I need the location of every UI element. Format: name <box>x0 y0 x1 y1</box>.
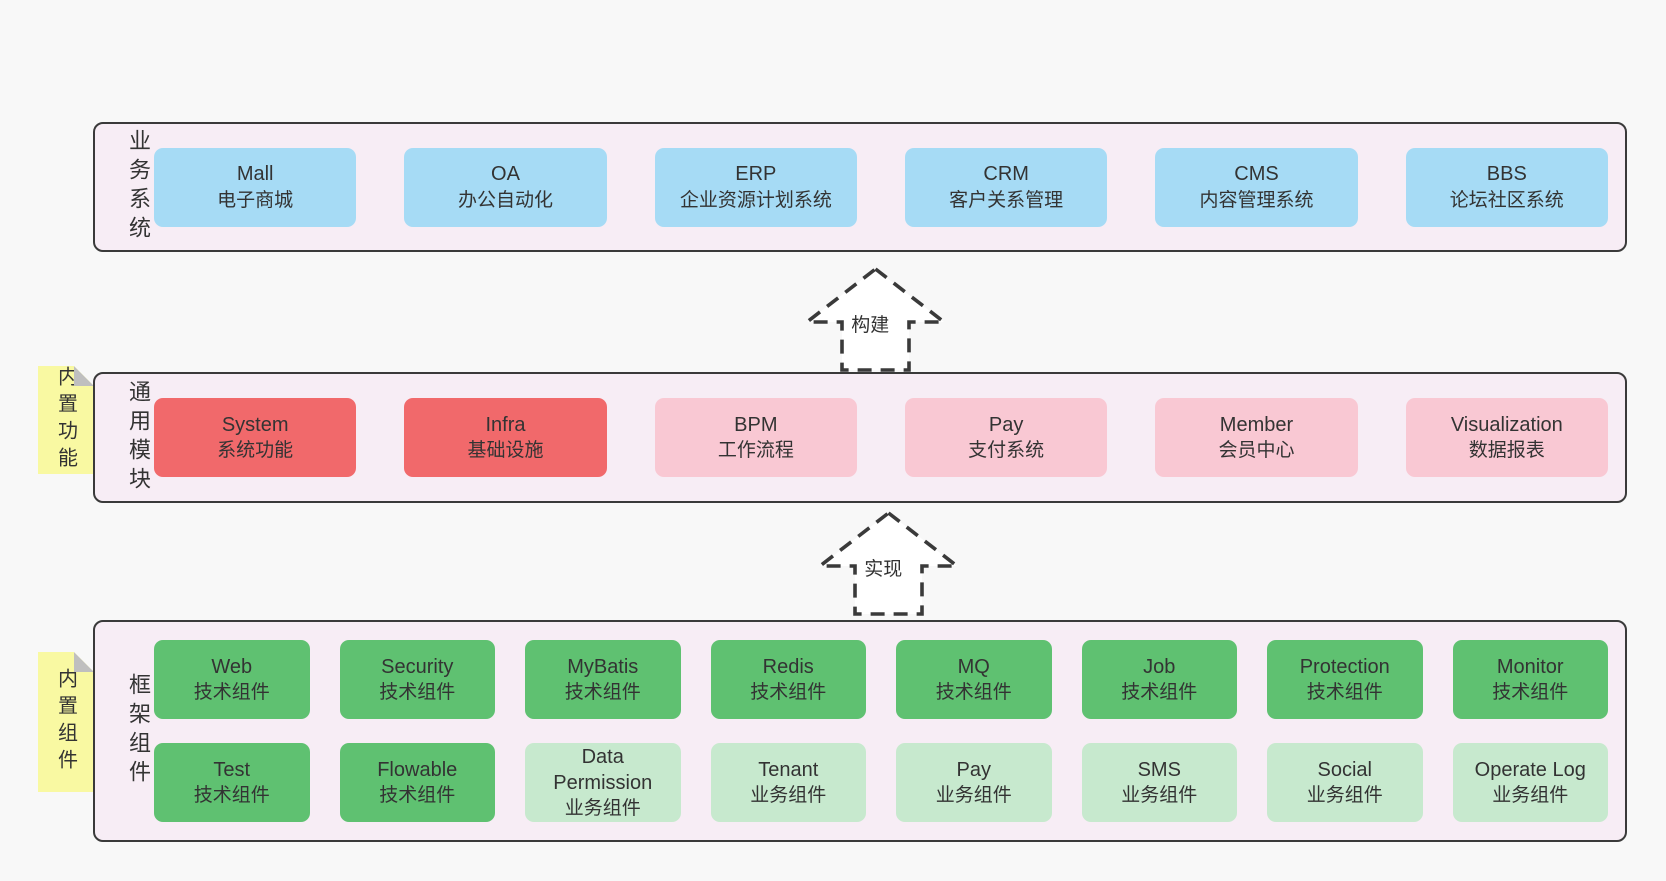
box-pay-component: Pay 业务组件 <box>896 743 1052 822</box>
box-security: Security 技术组件 <box>339 640 495 719</box>
panel-label-business-systems: 业务系统 <box>126 129 151 245</box>
box-test: Test 技术组件 <box>154 743 310 822</box>
framework-components-rows: Web 技术组件 Security 技术组件 MyBatis 技术组件 Redi… <box>154 640 1608 822</box>
box-flowable: Flowable 技术组件 <box>339 743 495 822</box>
box-pay-system: Pay 支付系统 <box>904 398 1108 477</box>
note-fold-corner-icon <box>74 652 94 672</box>
sticky-note-built-in-components: 内置组件 <box>38 652 94 792</box>
box-tenant: Tenant 业务组件 <box>710 743 866 822</box>
box-operate-log: Operate Log 业务组件 <box>1452 743 1608 822</box>
sticky-note-built-in-features: 内置功能 <box>38 366 94 474</box>
common-modules-boxes: System 系统功能 Infra 基础设施 BPM 工作流程 Pay 支付系统… <box>154 398 1608 477</box>
business-systems-panel: 业务系统 Mall 电子商城 OA 办公自动化 ERP 企业资源计划系统 CRM… <box>93 122 1627 252</box>
box-crm: CRM 客户关系管理 <box>904 147 1108 227</box>
arrow-implement: 实现 <box>816 510 961 616</box>
box-mall: Mall 电子商城 <box>154 147 357 227</box>
note-fold-corner-icon <box>74 366 94 386</box>
box-bbs: BBS 论坛社区系统 <box>1405 147 1608 227</box>
framework-row-2: Test 技术组件 Flowable 技术组件 Data Permission … <box>154 743 1608 822</box>
box-infra: Infra 基础设施 <box>404 398 607 477</box>
box-redis: Redis 技术组件 <box>710 640 866 719</box>
box-social: Social 业务组件 <box>1267 743 1423 822</box>
box-member: Member 会员中心 <box>1155 398 1358 477</box>
box-oa: OA 办公自动化 <box>404 147 607 227</box>
framework-components-panel: 框架组件 Web 技术组件 Security 技术组件 MyBatis 技术组件… <box>93 620 1627 842</box>
box-monitor: Monitor 技术组件 <box>1452 640 1608 719</box>
box-data-permission: Data Permission 业务组件 <box>525 743 681 822</box>
panel-label-framework-components: 框架组件 <box>126 673 151 789</box>
panel-label-common-modules: 通用模块 <box>126 379 151 496</box>
arrow-implement-label: 实现 <box>861 554 906 581</box>
box-system: System 系统功能 <box>154 398 357 477</box>
box-bpm: BPM 工作流程 <box>654 398 857 477</box>
box-cms: CMS 内容管理系统 <box>1155 147 1358 227</box>
common-modules-panel: 通用模块 System 系统功能 Infra 基础设施 BPM 工作流程 Pay… <box>93 372 1627 503</box>
box-web: Web 技术组件 <box>154 640 310 719</box>
box-job: Job 技术组件 <box>1081 640 1237 719</box>
box-sms: SMS 业务组件 <box>1081 743 1237 822</box>
box-erp: ERP 企业资源计划系统 <box>654 147 857 227</box>
box-protection: Protection 技术组件 <box>1267 640 1423 719</box>
arrow-build-label: 构建 <box>848 310 893 337</box>
box-mybatis: MyBatis 技术组件 <box>525 640 681 719</box>
framework-row-1: Web 技术组件 Security 技术组件 MyBatis 技术组件 Redi… <box>154 640 1608 719</box>
box-visualization: Visualization 数据报表 <box>1405 398 1608 477</box>
box-mq: MQ 技术组件 <box>896 640 1052 719</box>
arrow-build: 构建 <box>803 266 948 372</box>
business-systems-boxes: Mall 电子商城 OA 办公自动化 ERP 企业资源计划系统 CRM 客户关系… <box>154 147 1608 227</box>
